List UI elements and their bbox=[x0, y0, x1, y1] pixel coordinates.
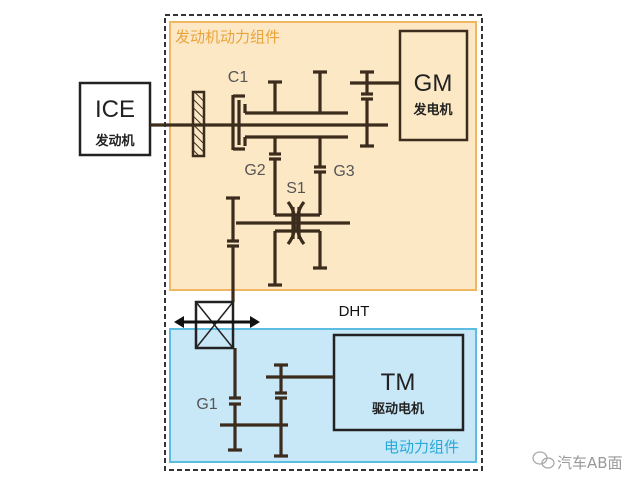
dht-boundary bbox=[164, 14, 483, 471]
watermark: 汽车AB面 bbox=[557, 454, 623, 472]
tm-sublabel: 驱动电机 bbox=[372, 401, 424, 417]
ice-box bbox=[78, 81, 152, 157]
electric-mechanism bbox=[220, 348, 334, 458]
label-g1: G1 bbox=[196, 396, 217, 413]
ice-label: ICE bbox=[95, 96, 135, 123]
label-g3: G3 bbox=[333, 163, 354, 180]
wechat-icon bbox=[532, 451, 555, 469]
damper bbox=[191, 90, 206, 158]
label-s1: S1 bbox=[286, 180, 306, 197]
differential bbox=[174, 300, 260, 350]
dht-label: DHT bbox=[339, 303, 370, 320]
label-c1: C1 bbox=[228, 69, 249, 86]
gm-sublabel: 发电机 bbox=[412, 102, 452, 118]
tm-box bbox=[332, 333, 465, 432]
ice-sublabel: 发动机 bbox=[94, 133, 134, 149]
label-g2: G2 bbox=[244, 162, 265, 179]
synchronizer-s1 bbox=[286, 201, 306, 245]
tm-label: TM bbox=[381, 369, 416, 396]
electric-group-label: 电动力组件 bbox=[384, 438, 459, 456]
gm-box bbox=[398, 29, 469, 142]
engine-mechanism bbox=[150, 70, 400, 302]
engine-group-label: 发动机动力组件 bbox=[175, 28, 280, 46]
gm-label: GM bbox=[414, 70, 453, 97]
